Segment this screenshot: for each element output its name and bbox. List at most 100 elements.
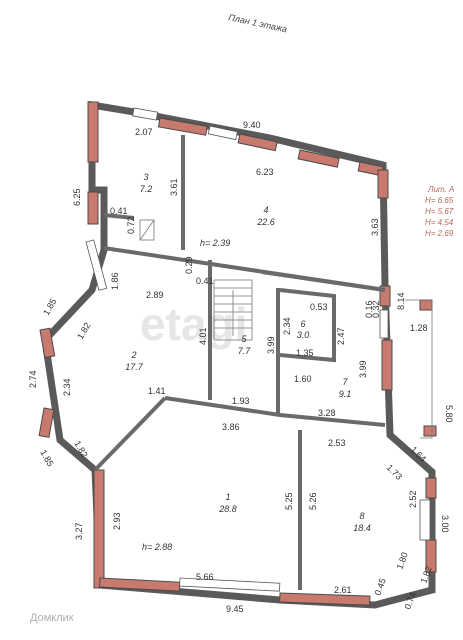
room-area: 22.6 (256, 217, 275, 227)
watermark: etagi (140, 298, 247, 350)
svg-text:0.53: 0.53 (310, 302, 328, 312)
svg-text:2.93: 2.93 (112, 512, 122, 530)
window (179, 577, 281, 592)
window (85, 239, 108, 291)
brick-wall (425, 477, 437, 499)
svg-text:Лит. А: Лит. А (427, 185, 454, 194)
svg-text:2.52: 2.52 (408, 490, 418, 508)
room-area: 18.4 (353, 523, 371, 533)
svg-text:2.61: 2.61 (334, 585, 352, 595)
brick-wall (377, 169, 389, 199)
svg-text:0.41: 0.41 (110, 206, 128, 216)
svg-text:1.85: 1.85 (41, 297, 58, 317)
svg-text:2.74: 2.74 (28, 370, 38, 388)
brick-wall (87, 191, 99, 225)
svg-text:9.40: 9.40 (243, 120, 261, 130)
svg-text:2.34: 2.34 (282, 317, 292, 335)
svg-text:2.07: 2.07 (135, 127, 153, 137)
svg-text:2.53: 2.53 (328, 438, 346, 448)
svg-text:1.64: 1.64 (409, 444, 428, 463)
svg-text:3.99: 3.99 (358, 360, 368, 378)
domclick-logo: Домклик (30, 612, 74, 624)
svg-text:1.82: 1.82 (75, 321, 92, 341)
brick-wall (237, 133, 278, 152)
plan-title: План 1 этажа (228, 12, 288, 34)
brick-wall (93, 469, 105, 589)
fixture-box (139, 219, 155, 241)
window (379, 309, 389, 339)
room-number: 4 (263, 205, 268, 215)
svg-text:3.28: 3.28 (318, 408, 336, 418)
svg-text:1.28: 1.28 (410, 323, 428, 333)
svg-text:2.34: 2.34 (62, 378, 72, 396)
svg-text:2.89: 2.89 (146, 290, 164, 300)
brick-wall (87, 101, 99, 163)
lit-a-block: Лит. А H= 6.65 H= 5.67 H= 4.54 H= 2.69 (425, 185, 454, 238)
svg-text:5.80: 5.80 (444, 405, 454, 423)
svg-text:1.93: 1.93 (232, 396, 250, 406)
brick-wall (99, 577, 181, 592)
svg-text:0.41: 0.41 (196, 276, 214, 286)
svg-text:3.86: 3.86 (222, 422, 240, 432)
svg-text:1.85: 1.85 (38, 448, 55, 468)
svg-text:5.25: 5.25 (284, 492, 294, 510)
brick-wall (419, 299, 433, 311)
brick-wall (297, 149, 340, 168)
room-area: 17.7 (125, 362, 144, 372)
brick-wall (423, 425, 437, 437)
svg-text:9.45: 9.45 (226, 604, 244, 614)
ceiling-height: h= 2.39 (200, 238, 230, 248)
brick-wall (157, 117, 208, 136)
svg-text:0.32: 0.32 (371, 300, 381, 318)
svg-text:1.73: 1.73 (385, 462, 404, 481)
brick-wall (425, 539, 437, 573)
brick-wall (381, 339, 393, 391)
room-number: 5 (241, 334, 247, 344)
svg-text:H= 2.69: H= 2.69 (425, 229, 454, 238)
room-area: 9.1 (339, 389, 352, 399)
svg-text:1.80: 1.80 (394, 551, 409, 571)
window (207, 125, 238, 141)
svg-text:1.41: 1.41 (148, 386, 166, 396)
svg-text:3.61: 3.61 (169, 178, 179, 196)
room-number: 2 (130, 350, 136, 360)
svg-text:1.86: 1.86 (110, 272, 120, 290)
ceiling-height: h= 2.88 (142, 542, 172, 552)
interior-walls (93, 135, 386, 590)
room-area: 7.2 (140, 184, 153, 194)
svg-text:1.35: 1.35 (296, 348, 314, 358)
room-number: 1 (225, 492, 230, 502)
svg-text:3.99: 3.99 (266, 336, 276, 354)
room-labels: 1 28.8 2 17.7 3 7.2 4 22.6 5 7.7 6 3.0 7… (125, 172, 371, 533)
brick-wall (279, 592, 371, 606)
svg-text:H= 6.65: H= 6.65 (425, 196, 454, 205)
svg-text:2.47: 2.47 (336, 327, 346, 345)
svg-text:5.66: 5.66 (196, 572, 214, 582)
room-number: 7 (342, 377, 348, 387)
room-area: 3.0 (297, 330, 310, 340)
svg-text:0.72: 0.72 (126, 216, 136, 234)
porch-outline (405, 299, 433, 439)
brick-wall (39, 327, 56, 359)
svg-text:5.26: 5.26 (308, 492, 318, 510)
room-number: 6 (300, 319, 305, 329)
room-number: 3 (143, 172, 148, 182)
staircase (213, 279, 253, 341)
svg-text:4.01: 4.01 (198, 327, 208, 345)
svg-text:0.29: 0.29 (184, 256, 194, 274)
room-area: 7.7 (238, 346, 252, 356)
window (419, 499, 431, 541)
svg-text:3.00: 3.00 (440, 515, 450, 533)
svg-text:0.16: 0.16 (364, 300, 374, 318)
svg-text:H= 4.54: H= 4.54 (425, 218, 454, 227)
room-area: 28.8 (218, 504, 237, 514)
svg-text:3.27: 3.27 (74, 522, 84, 540)
window (132, 107, 159, 121)
svg-text:1.60: 1.60 (294, 374, 312, 384)
svg-text:6.25: 6.25 (72, 188, 82, 206)
svg-text:6.23: 6.23 (256, 167, 274, 177)
brick-wall (379, 285, 391, 307)
room-number: 8 (359, 511, 364, 521)
svg-text:0.45: 0.45 (372, 577, 387, 597)
